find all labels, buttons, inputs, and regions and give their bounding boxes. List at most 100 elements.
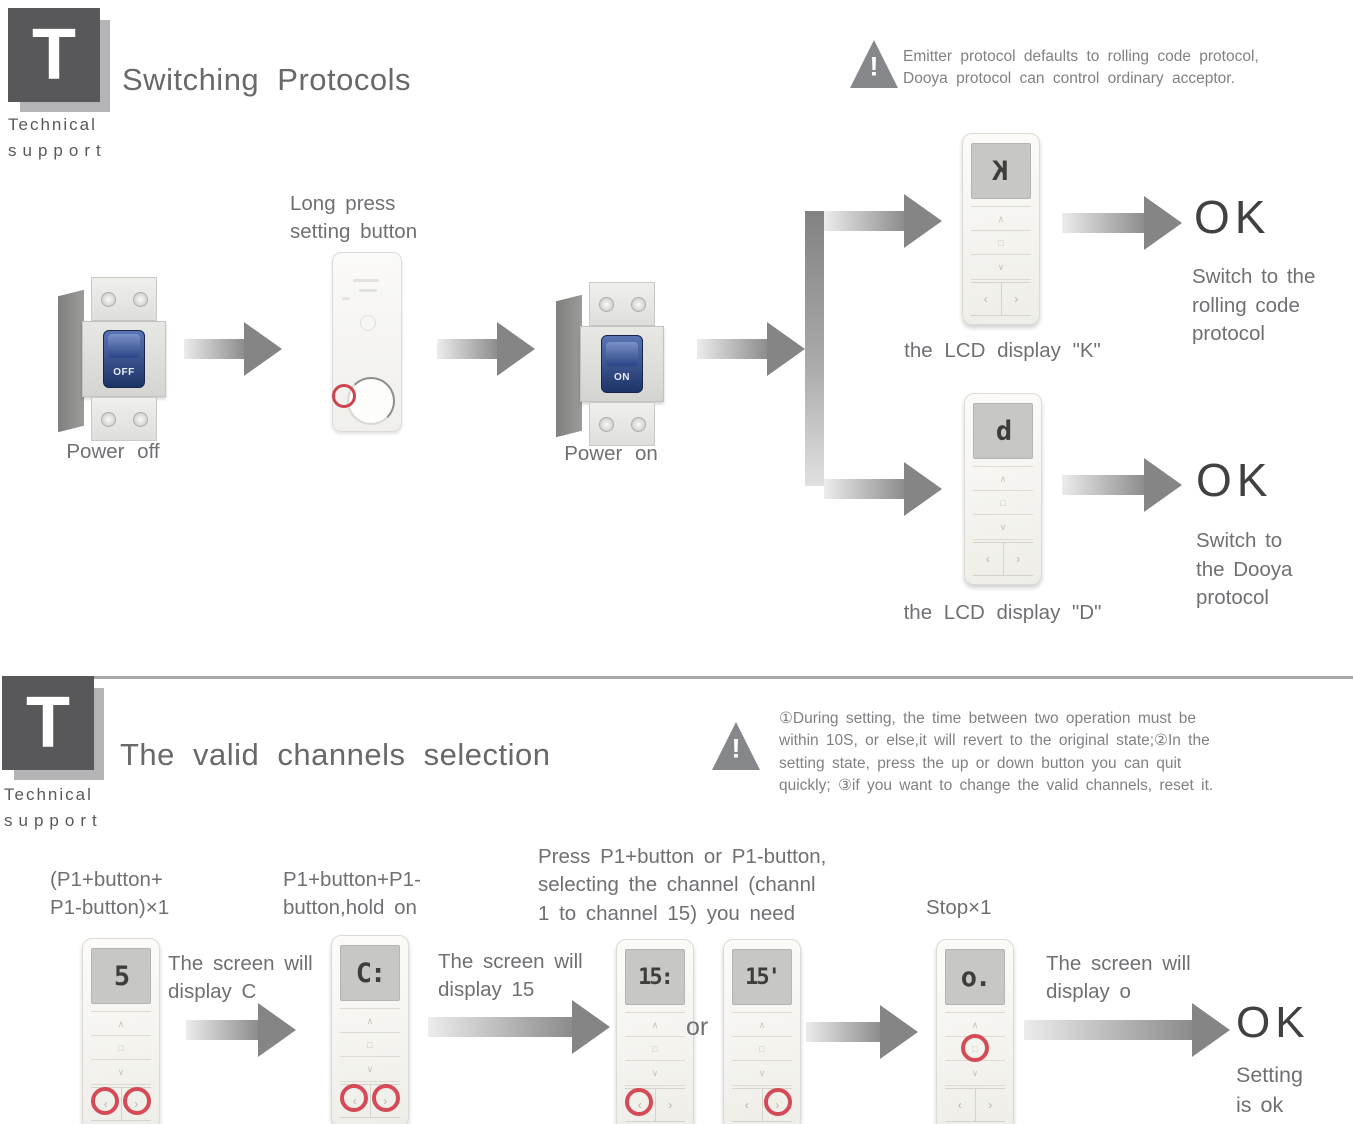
highlight-circle-right	[372, 1084, 400, 1112]
arrow3-caption: The screen will display o	[1046, 952, 1191, 1004]
p1-minus-button: ‹	[945, 1089, 976, 1121]
breaker-body: ON	[580, 326, 664, 402]
off-switch: OFF	[103, 330, 145, 388]
highlight-circle-left	[625, 1088, 653, 1116]
up-icon: ∧	[366, 1015, 374, 1026]
remote-lcd: o.	[945, 949, 1005, 1005]
remote-lcd: K	[971, 143, 1031, 199]
up-icon: ∧	[999, 473, 1007, 484]
section1-title: Switching Protocols	[122, 62, 412, 97]
on-switch: ON	[601, 335, 643, 393]
long-press-label: Long press setting button	[290, 192, 418, 244]
screw-icon	[598, 416, 614, 432]
ok-label-top: OK	[1194, 191, 1271, 243]
switch-rocker	[108, 334, 140, 358]
highlight-circle-left	[340, 1084, 368, 1112]
arrow1-caption: The screen will display C	[168, 952, 313, 1004]
stop-icon: □	[367, 1040, 373, 1050]
flow-arrow	[1062, 196, 1182, 250]
right-button: ›	[1004, 543, 1034, 575]
branch-bar	[805, 211, 824, 486]
remote-lcd: 15:	[625, 949, 685, 1005]
p1-plus-button: ›	[656, 1089, 686, 1121]
channel-buttons: ‹ ›	[971, 282, 1031, 316]
logo-caption: Technical support	[4, 782, 103, 835]
logo-caption-line2: support	[4, 811, 103, 831]
flow-arrow	[806, 1005, 918, 1059]
exclamation-icon: !	[731, 733, 741, 764]
ok-label-bottom: OK	[1196, 454, 1273, 506]
lcd-value: 5	[113, 960, 130, 992]
flow-arrow	[697, 322, 805, 376]
branch-arrow-top	[824, 194, 942, 248]
remote-back-view	[332, 252, 402, 432]
stop-button: □	[971, 230, 1031, 255]
right-arrow-icon: ›	[1016, 552, 1021, 566]
left-arrow-icon: ‹	[957, 1098, 962, 1112]
breaker-face: OFF	[82, 277, 166, 441]
remote-display-o: o. ∧ □ ∨ ‹ ›	[936, 939, 1014, 1124]
highlight-circle-right	[123, 1087, 151, 1115]
rolling-code-result: Switch to the rolling code protocol	[1192, 265, 1316, 346]
lcd-value: 15'	[745, 964, 781, 990]
breaker-side	[556, 294, 582, 438]
stop-icon: □	[652, 1044, 658, 1054]
screw-icon	[100, 291, 116, 307]
p1-plus-button: ›	[976, 1089, 1006, 1121]
stop-icon: □	[1000, 498, 1006, 508]
back-slot	[353, 279, 379, 282]
up-button: ∧	[91, 1011, 151, 1036]
up-button: ∧	[971, 206, 1031, 231]
flow-arrow	[184, 322, 282, 376]
remote-display-d: d ∧ □ ∨ ‹ ›	[964, 393, 1042, 585]
remote-lcd: d	[973, 403, 1033, 459]
stop-button: □	[340, 1032, 400, 1057]
screw-icon	[630, 416, 646, 432]
down-icon: ∨	[366, 1063, 374, 1074]
logo-letter: T	[32, 15, 76, 95]
right-arrow-icon: ›	[668, 1098, 673, 1112]
logo-caption-line1: Technical	[8, 115, 97, 134]
lcd-value: 15:	[638, 964, 674, 990]
up-button: ∧	[732, 1012, 792, 1037]
breaker-power-off: OFF	[58, 277, 166, 443]
remote-display-k: K ∧ □ ∨ ‹ ›	[962, 133, 1040, 325]
flow-arrow	[437, 322, 535, 376]
left-button: ‹	[973, 543, 1004, 575]
technical-support-logo: T	[2, 676, 94, 770]
logo-caption: Technical support	[8, 112, 107, 165]
breaker-top-flange	[91, 277, 157, 321]
back-slot	[342, 297, 350, 300]
stop-button: □	[91, 1035, 151, 1060]
section-divider	[30, 676, 1353, 679]
up-button: ∧	[340, 1008, 400, 1033]
p1-minus-button: ‹	[732, 1089, 763, 1121]
down-icon: ∨	[997, 261, 1005, 272]
technical-support-logo: T	[8, 8, 100, 102]
warning-icon: !	[850, 40, 898, 88]
section2-title: The valid channels selection	[120, 737, 551, 772]
stop-icon: □	[998, 238, 1004, 248]
down-button: ∨	[945, 1060, 1005, 1086]
breaker-body: OFF	[82, 321, 166, 397]
back-hole	[360, 315, 376, 331]
screw-icon	[630, 296, 646, 312]
breaker-side	[58, 289, 84, 433]
down-button: ∨	[973, 514, 1033, 540]
lcd-value: o.	[960, 961, 991, 993]
setting-button-highlight	[332, 384, 356, 408]
flow-arrow	[186, 1003, 296, 1057]
right-arrow-icon: ›	[1014, 292, 1019, 306]
switch-label: OFF	[113, 367, 135, 378]
stop-icon: □	[118, 1043, 124, 1053]
down-button: ∨	[971, 254, 1031, 280]
down-icon: ∨	[971, 1067, 979, 1078]
down-icon: ∨	[999, 521, 1007, 532]
remote-lcd: 5	[91, 948, 151, 1004]
step2-label: P1+button+P1- button,hold on	[283, 868, 421, 920]
logo-letter: T	[26, 683, 70, 763]
branch-arrow-bottom	[824, 462, 942, 516]
dooya-protocol-result: Switch to the Dooya protocol	[1196, 529, 1293, 610]
section2-warning-text: ①During setting, the time between two op…	[779, 710, 1214, 795]
